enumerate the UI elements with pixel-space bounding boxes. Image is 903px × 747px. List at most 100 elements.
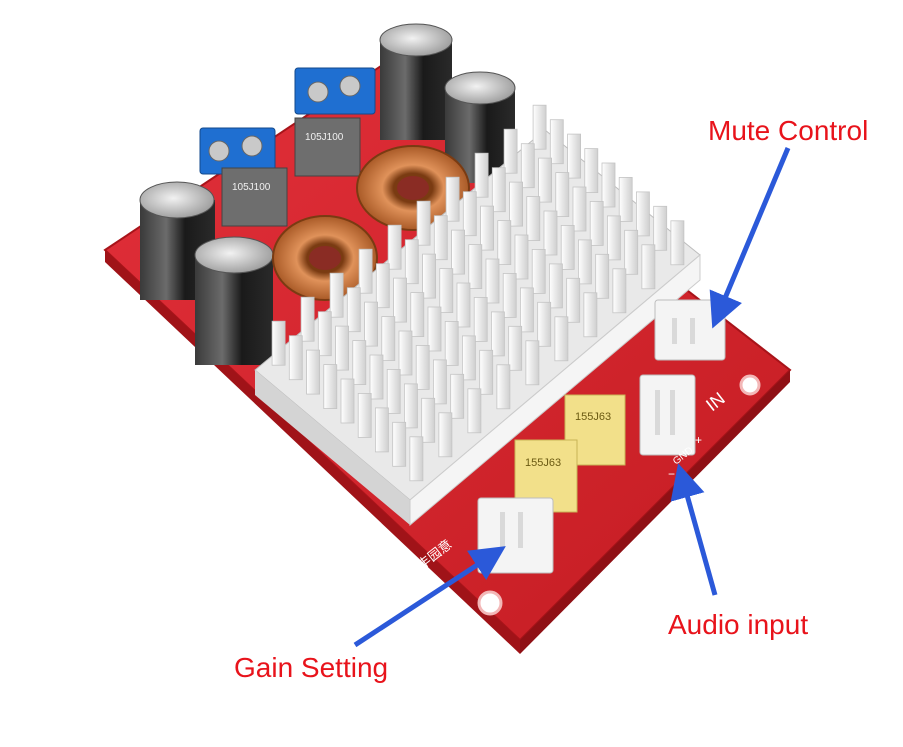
heatsink-fin [584,148,599,194]
heatsink-fin [578,239,592,285]
heatsink-fin [386,368,401,414]
heatsink-fin [387,224,402,270]
heatsink-fin [497,220,512,266]
screw-terminal-left [199,127,276,175]
svg-text:105J100: 105J100 [232,182,271,193]
audio-input-arrow [670,463,718,596]
heatsink-fin [560,224,575,270]
heatsink-fin [636,191,650,237]
heatsink-fin [433,215,448,261]
heatsink-fin [508,325,523,371]
heatsink-fin [514,234,529,280]
svg-text:155J63: 155J63 [525,457,561,469]
heatsink-fin [369,354,384,400]
heatsink-fin [618,176,633,222]
heatsink-fin [392,421,407,467]
heatsink-fin [439,268,454,314]
heatsink-fin [641,244,656,290]
toroid-inductor [272,215,378,301]
heatsink-fin [306,349,321,395]
heatsink-fin [554,316,569,362]
gain-setting-label: Gain Setting [234,652,389,683]
heatsink-fin [601,162,616,208]
toroid-inductor [356,145,470,231]
audio-input-label: Audio input [668,609,809,640]
heatsink-fin [670,220,685,266]
mounting-hole [477,590,503,616]
audio-input-connector [639,374,696,456]
heatsink-fin [300,296,315,342]
heatsink-fin [537,301,552,347]
heatsink-fin [398,330,413,376]
svg-text:155J63: 155J63 [575,411,611,423]
heatsink-fin [403,383,418,429]
heatsink-fin [496,364,511,410]
heatsink-fin [364,301,379,347]
heatsink-fin [467,388,482,434]
heatsink-fin [520,287,534,333]
heatsink-fin [555,172,570,218]
heatsink-fin [531,248,546,294]
heatsink-fin [410,292,425,338]
box-capacitor-left: 105J100 [221,167,288,227]
gain-arrow [353,546,506,648]
heatsink-fin [374,407,389,453]
heatsink-fin [461,335,476,381]
heatsink-fin [271,320,286,366]
heatsink-fin [427,306,442,352]
screw-terminal-right [294,67,376,115]
heatsink-fin [288,335,303,381]
heatsink-fin [393,277,408,323]
electrolytic-capacitor [194,236,274,365]
heatsink-fin [329,272,344,318]
heatsink-fin [450,373,465,419]
heatsink-fin [485,258,500,304]
heatsink-fin [509,181,524,227]
heatsink-fin [432,359,447,405]
minus-silkscreen: − [668,467,675,481]
heatsink-fin [607,215,621,261]
heatsink-fin [358,248,373,294]
heatsink-fin [415,344,430,390]
heatsink-fin [416,200,431,246]
heatsink-fin [474,152,489,198]
heatsink-fin [538,157,552,203]
heatsink-fin [352,340,367,386]
mute-control-label: Mute Control [708,115,869,146]
heatsink-fin [520,143,535,189]
heatsink-fin [567,133,581,179]
heatsink-fin [323,364,338,410]
heatsink-fin [473,296,488,342]
heatsink-fin [409,436,424,482]
heatsink-fin [572,186,587,232]
heatsink-fin [462,191,477,237]
heatsink-fin [502,272,517,318]
heatsink-fin [317,311,332,357]
gain-connector [477,497,554,574]
heatsink-fin [444,320,459,366]
heatsink-fin [549,263,563,309]
svg-text:105J100: 105J100 [305,132,344,143]
heatsink-fin [624,229,639,275]
heatsink-fin [404,239,419,285]
heatsink-fin [445,176,460,222]
heatsink-fin [438,412,453,458]
heatsink-fin [479,349,494,395]
heatsink-fin [503,128,518,174]
heatsink-fin [346,287,361,333]
heatsink-fin [340,378,355,424]
heatsink-fin [490,311,505,357]
heatsink-fin [653,205,668,251]
heatsink-fin [357,392,372,438]
heatsink-fin [589,200,604,246]
heatsink-fin [549,119,564,165]
mute-connector [654,299,726,361]
box-capacitor-right: 105J100 [294,117,361,177]
heatsink-fin [532,104,547,150]
heatsink-fin [526,196,541,242]
mounting-hole [739,374,761,396]
heatsink-fin [480,205,495,251]
heatsink-fin [566,277,581,323]
heatsink-fin [456,282,471,328]
heatsink-fin [525,340,540,386]
